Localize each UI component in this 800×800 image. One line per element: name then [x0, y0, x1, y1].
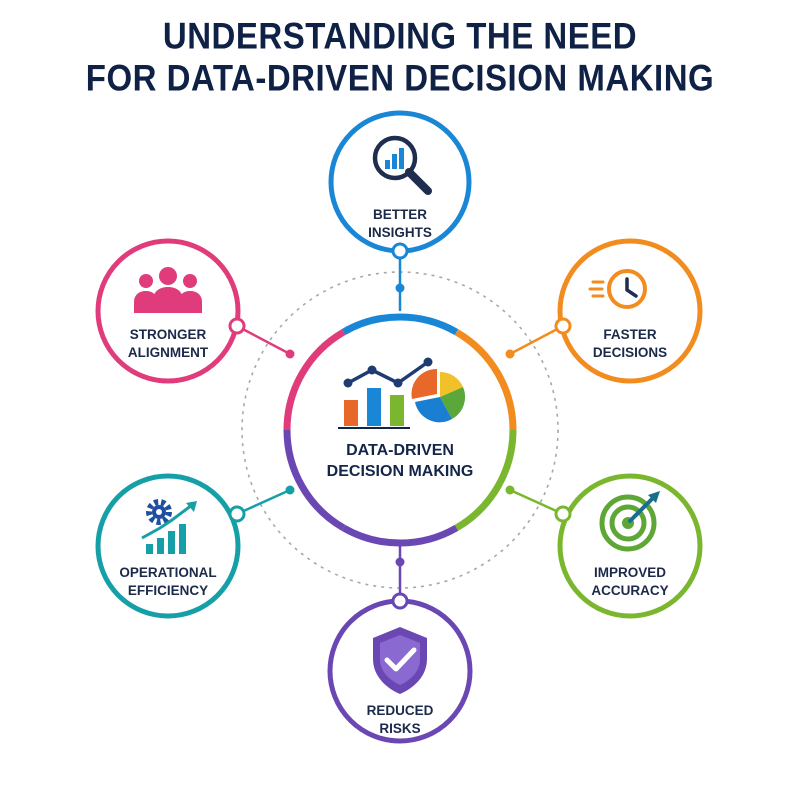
ring-arc-green	[454, 429, 517, 531]
title-line-1: UNDERSTANDING THE NEED	[162, 14, 638, 57]
node-improved-accuracy	[554, 473, 703, 619]
node-operational-efficiency	[95, 473, 246, 619]
clock-speed-icon	[588, 269, 647, 309]
label-improved-accuracy: IMPROVED ACCURACY	[570, 564, 690, 600]
center-label: DATA-DRIVEN DECISION MAKING	[310, 440, 490, 482]
ring-arc-pink	[283, 329, 346, 431]
label-reduced-risks-line-2: RISKS	[379, 721, 421, 736]
label-stronger-alignment-line-1: STRONGER	[129, 327, 207, 342]
node-better-insights	[328, 110, 472, 260]
node-faster-decisions	[554, 238, 703, 384]
label-reduced-risks: REDUCED RISKS	[340, 702, 460, 738]
shield-check-icon	[373, 627, 427, 694]
label-operational-efficiency-line-2: EFFICIENCY	[127, 583, 209, 598]
team-people-icon	[134, 267, 202, 313]
label-operational-efficiency: OPERATIONAL EFFICIENCY	[108, 564, 228, 600]
node-reduced-risks	[327, 592, 473, 744]
connector-improved-accuracy	[508, 488, 565, 516]
connector-faster-decisions	[508, 324, 565, 356]
label-stronger-alignment: STRONGER ALIGNMENT	[108, 326, 228, 362]
magnifier-chart-icon	[372, 135, 432, 195]
label-faster-decisions-line-1: FASTER	[603, 327, 657, 342]
gear-growth-icon	[141, 499, 197, 554]
target-arrow-icon	[599, 491, 660, 552]
connector-stronger-alignment	[235, 324, 292, 356]
label-improved-accuracy-line-1: IMPROVED	[593, 565, 666, 580]
label-better-insights: BETTER INSIGHTS	[340, 206, 460, 242]
ring-arc-purple	[341, 524, 459, 547]
ring-arc-purple-2	[283, 429, 346, 531]
connectors	[235, 248, 565, 602]
label-stronger-alignment-line-2: ALIGNMENT	[127, 345, 209, 360]
ring-arc-blue	[341, 313, 459, 336]
title-line-2: FOR DATA-DRIVEN DECISION MAKING	[85, 56, 715, 99]
label-operational-efficiency-line-1: OPERATIONAL	[119, 565, 217, 580]
ring-arc-orange	[454, 329, 517, 431]
label-improved-accuracy-line-2: ACCURACY	[591, 583, 669, 598]
center-label-line-2: DECISION MAKING	[326, 463, 474, 480]
orbit-dots	[285, 283, 515, 567]
center-label-line-1: DATA-DRIVEN	[346, 442, 454, 459]
label-reduced-risks-line-1: REDUCED	[366, 703, 434, 718]
label-better-insights-line-1: BETTER INSIGHTS	[368, 207, 432, 240]
label-faster-decisions-line-2: DECISIONS	[592, 345, 668, 360]
center-ring	[283, 313, 517, 547]
connector-operational-efficiency	[235, 488, 292, 516]
label-faster-decisions: FASTER DECISIONS	[570, 326, 690, 362]
node-stronger-alignment	[95, 238, 246, 384]
chart-analytics-icon	[338, 357, 466, 429]
